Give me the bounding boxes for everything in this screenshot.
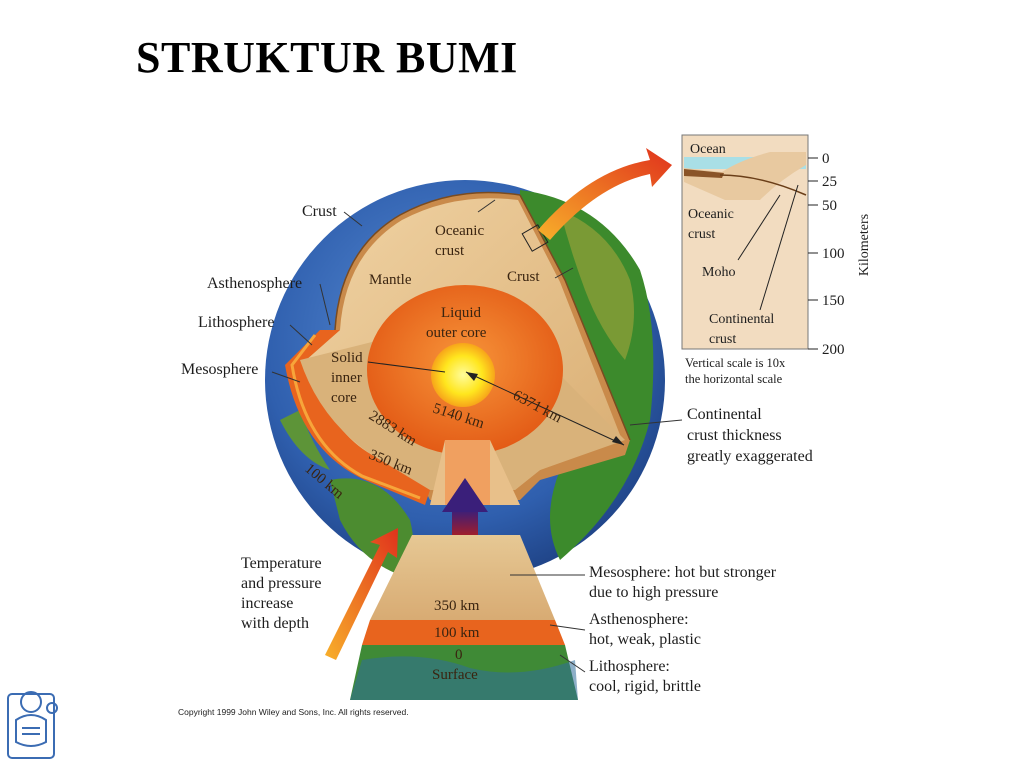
label-temperature-line3: increase [241, 595, 293, 612]
label-temperature-line1: Temperature [241, 555, 322, 572]
label-liquid-outer-core-line2: outer core [426, 325, 487, 341]
label-litho-desc-line1: Lithosphere: [589, 658, 670, 675]
label-continental-thickness-line2: crust thickness [687, 427, 782, 444]
label-mesosphere: Mesosphere [181, 361, 258, 378]
inset-scale-note-line1: Vertical scale is 10x [685, 356, 786, 370]
label-wedge-350: 350 km [434, 598, 480, 614]
inset-axis-tick-label: 150 [822, 293, 845, 309]
inset-axis-tick-label: 200 [822, 342, 845, 358]
inner-core [431, 343, 495, 407]
label-solid-inner-core-line2: inner [331, 370, 362, 386]
label-meso-desc-line2: due to high pressure [589, 584, 718, 601]
continent-shape [560, 210, 634, 360]
label-wedge-0: 0 [455, 647, 463, 663]
temperature-arrow [325, 528, 398, 660]
label-meso-desc-line1: Mesosphere: hot but stronger [589, 564, 777, 581]
label-wedge-surface: Surface [432, 667, 478, 683]
lithosphere-wedge [350, 535, 578, 700]
inset-axis-tick-labels: 0 25 50 100 150 200 [822, 151, 845, 358]
label-astheno-desc-line1: Asthenosphere: [589, 611, 689, 628]
label-continental-thickness-line1: Continental [687, 406, 762, 423]
inset-scale-note-line2: the horizontal scale [685, 372, 783, 386]
rising-heat-arrow [442, 478, 488, 540]
inset-label-ocean: Ocean [690, 142, 726, 157]
radius-line [465, 371, 625, 446]
label-wedge-100: 100 km [434, 625, 480, 641]
institution-logo [7, 691, 58, 759]
inset-label-continental-crust-line2: crust [709, 332, 736, 347]
label-solid-inner-core-line3: core [331, 390, 357, 406]
label-lithosphere: Lithosphere [198, 314, 274, 331]
inset-axis-tick-label: 50 [822, 198, 837, 214]
label-mantle: Mantle [369, 272, 412, 288]
label-crust-left: Crust [302, 203, 337, 220]
cutaway [285, 191, 631, 505]
crust-inset [681, 134, 818, 350]
label-astheno-desc-line2: hot, weak, plastic [589, 631, 701, 648]
label-oceanic-crust-line2: crust [435, 243, 465, 259]
label-continental-thickness-line3: greatly exaggerated [687, 448, 813, 465]
inset-axis-tick-label: 25 [822, 174, 837, 190]
inset-axis-tick-label: 0 [822, 151, 830, 167]
inset-axis-tick-label: 100 [822, 246, 845, 262]
label-asthenosphere: Asthenosphere [207, 275, 302, 292]
leader-lines [271, 199, 683, 673]
label-temperature-line2: and pressure [241, 575, 321, 592]
label-temperature-line4: with depth [241, 615, 309, 632]
label-litho-desc-line2: cool, rigid, brittle [589, 678, 701, 695]
slide-title: STRUKTUR BUMI [136, 33, 518, 82]
inset-label-oceanic-crust-line2: crust [688, 227, 715, 242]
inset-axis-title: Kilometers [857, 214, 872, 276]
inset-label-continental-crust-line1: Continental [709, 312, 774, 327]
label-crust-right: Crust [507, 269, 540, 285]
label-liquid-outer-core-line1: Liquid [441, 305, 481, 321]
zoom-arrow [538, 148, 672, 240]
continent-shape [280, 410, 330, 470]
inset-label-oceanic-crust-line1: Oceanic [688, 207, 734, 222]
label-oceanic-crust-line1: Oceanic [435, 223, 484, 239]
label-solid-inner-core-line1: Solid [331, 350, 363, 366]
copyright-notice: Copyright 1999 John Wiley and Sons, Inc.… [178, 707, 409, 717]
inset-label-moho: Moho [702, 265, 735, 280]
